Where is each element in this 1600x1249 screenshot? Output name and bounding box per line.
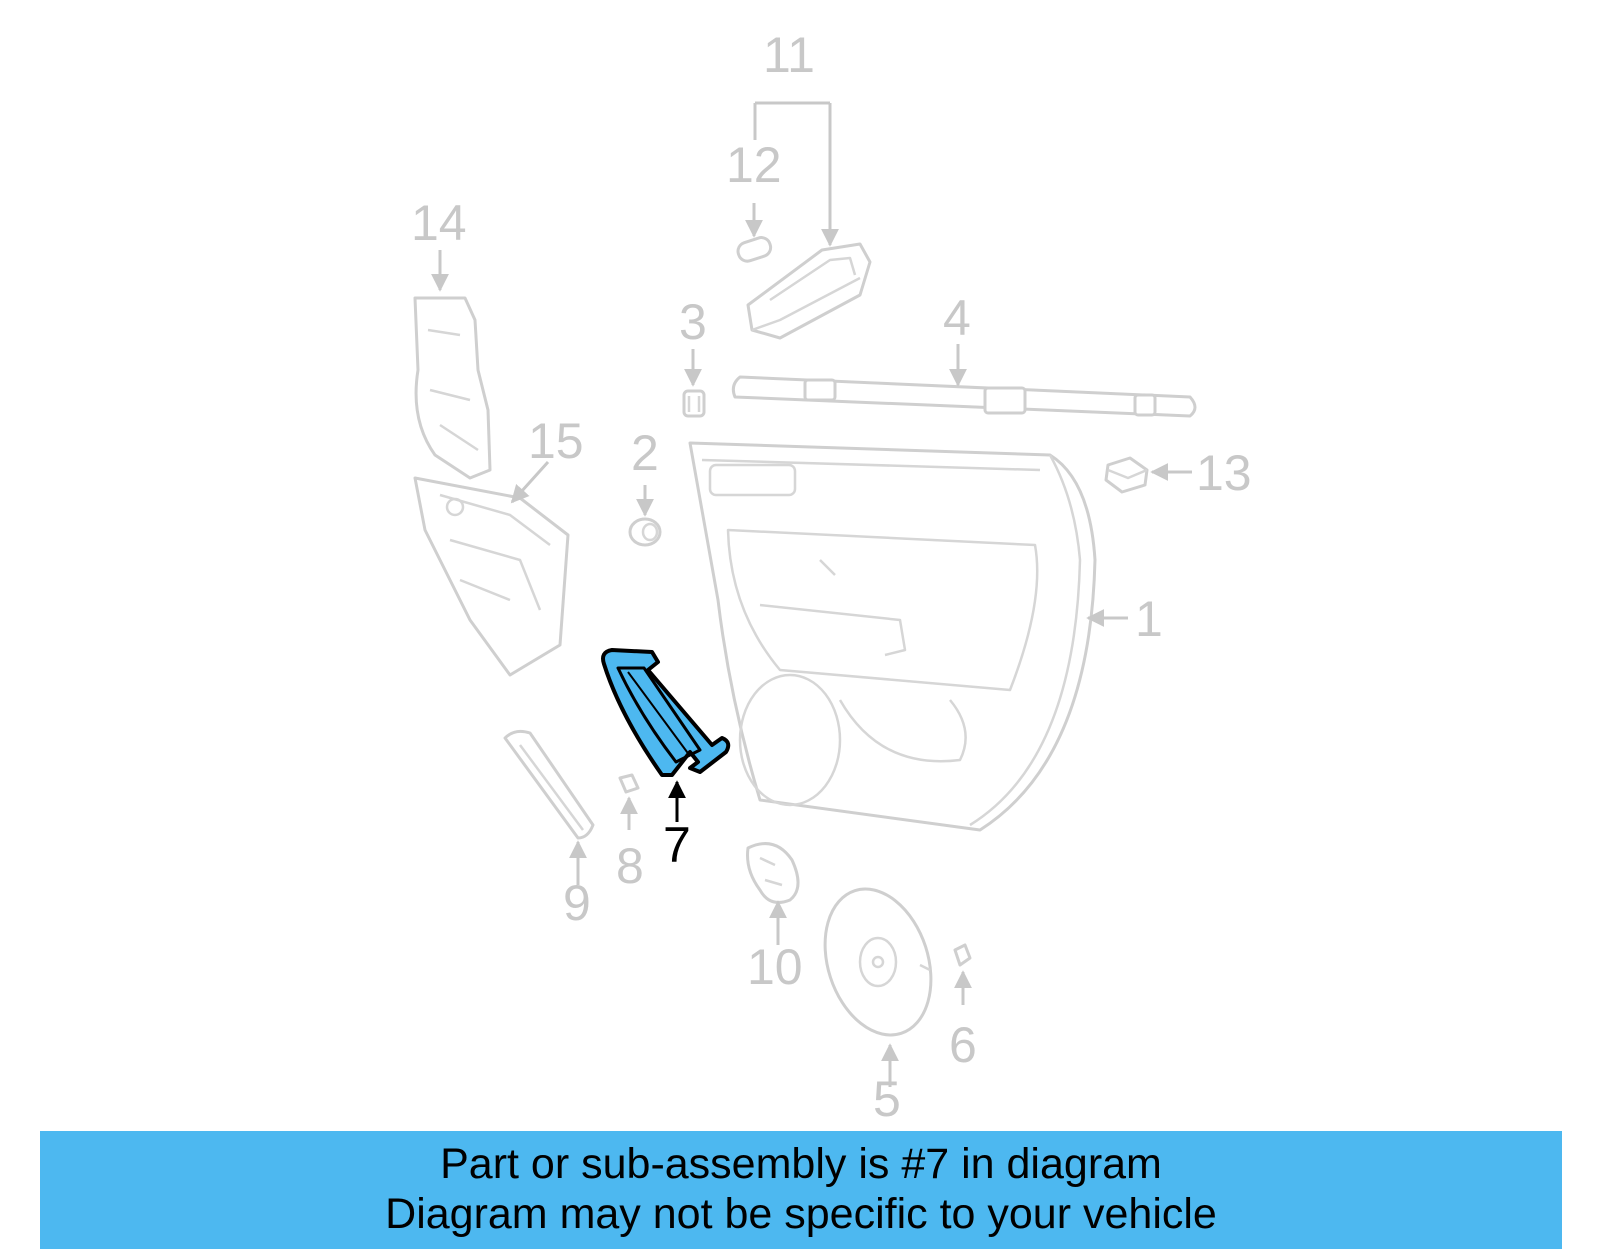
part-1-door-trim-panel <box>688 441 1097 832</box>
callout-11: 11 <box>763 27 815 83</box>
callout-8: 8 <box>616 838 644 894</box>
info-banner: Part or sub-assembly is #7 in diagram Di… <box>40 1131 1562 1249</box>
callout-1: 1 <box>1135 591 1163 647</box>
leader-15 <box>510 460 550 504</box>
callout-9: 9 <box>563 875 591 931</box>
callout-4: 4 <box>943 290 971 346</box>
part-9-trim-strip <box>503 729 595 840</box>
banner-part-note: Part or sub-assembly is #7 in diagram <box>440 1140 1162 1188</box>
part-12-bulb <box>736 236 773 263</box>
part-8-screw <box>618 773 640 794</box>
callout-13: 13 <box>1196 445 1252 501</box>
part-15-mechanism <box>413 476 570 677</box>
callout-15: 15 <box>528 413 584 469</box>
callout-2: 2 <box>631 425 659 481</box>
callout-12: 12 <box>726 137 782 193</box>
callout-5: 5 <box>873 1071 901 1127</box>
callout-7: 7 <box>663 817 691 873</box>
callout-10: 10 <box>747 939 803 995</box>
part-13-switch <box>1104 456 1149 494</box>
part-3-plug <box>682 389 706 418</box>
part-10-pad <box>746 842 800 904</box>
part-11-window-switch <box>746 242 872 340</box>
callout-6: 6 <box>949 1017 977 1073</box>
callout-3: 3 <box>679 294 707 350</box>
banner-disclaimer: Diagram may not be specific to your vehi… <box>385 1190 1217 1238</box>
part-5-speaker-grille <box>823 887 933 1037</box>
part-14-bracket <box>413 296 492 480</box>
part-4-rail <box>731 375 1197 418</box>
callout-14: 14 <box>411 195 467 251</box>
part-2-clip <box>628 517 662 547</box>
part-6-clip <box>953 943 972 967</box>
part-7-pull-handle <box>601 648 731 777</box>
